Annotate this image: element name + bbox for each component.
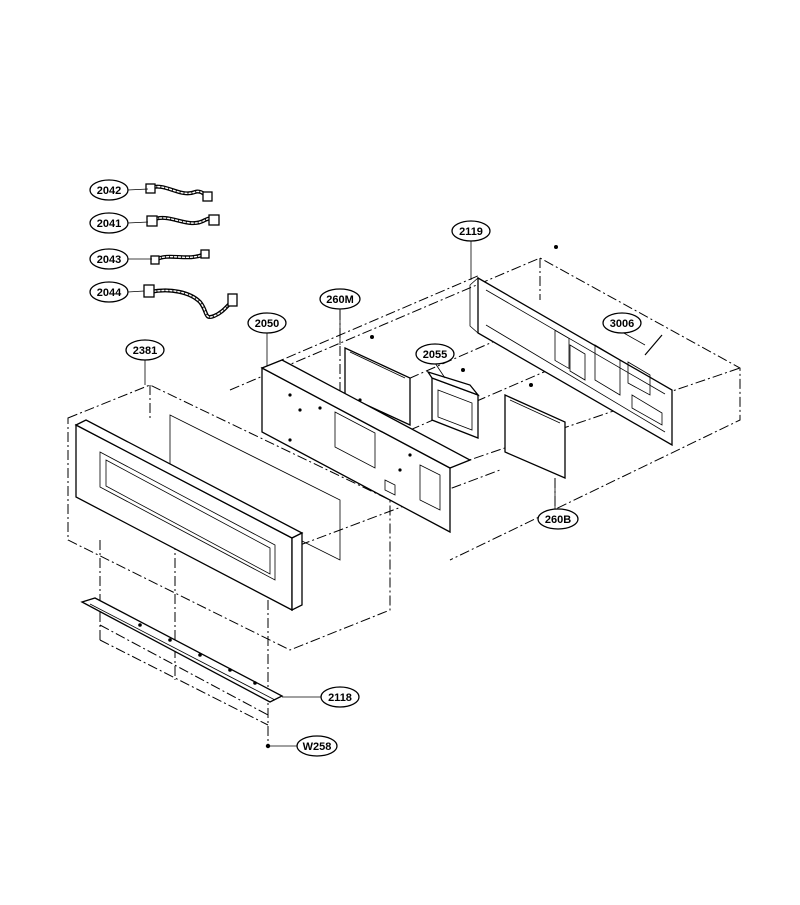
cable-harness-2042 [145,183,213,202]
front-panel-2381 [74,419,304,612]
callout-leaders [127,188,646,747]
callout-2044: 2044 [89,281,129,303]
callout-3006: 3006 [602,312,642,334]
cable-harness-2041 [146,214,220,227]
bottom-rail-2118 [80,597,284,703]
callout-2041: 2041 [89,212,129,234]
label-2044: 2044 [97,287,122,299]
label-2055: 2055 [423,349,447,361]
label-260M: 260M [326,294,354,306]
glass-panel [169,414,341,561]
callout-2055: 2055 [415,343,455,365]
label-2119: 2119 [459,226,483,238]
callout-2118: 2118 [320,686,360,708]
callout-2043: 2043 [89,248,129,270]
cable-harness-2044 [143,284,238,319]
callout-260B: 260B [537,508,579,530]
side-bracket-260M [344,335,411,427]
label-3006: 3006 [610,318,634,330]
label-2381: 2381 [133,345,157,357]
callout-2050: 2050 [247,312,287,334]
cable-harness-2043 [150,249,210,265]
label-2118: 2118 [328,692,352,704]
side-bracket-260B [504,383,566,479]
callout-2381: 2381 [125,339,165,361]
label-W258: W258 [303,741,332,753]
back-panel-2119 [469,245,673,447]
label-2043: 2043 [97,254,121,266]
module-2055 [426,368,480,439]
label-260B: 260B [545,514,571,526]
label-2050: 2050 [255,318,279,330]
callout-W258: W258 [296,735,338,757]
screw-W258 [265,743,271,749]
label-2042: 2042 [97,185,121,197]
control-panel-2050 [260,359,472,534]
callout-2119: 2119 [451,220,491,242]
label-2041: 2041 [97,218,121,230]
callout-260M: 260M [319,288,361,310]
callout-2042: 2042 [89,179,129,201]
